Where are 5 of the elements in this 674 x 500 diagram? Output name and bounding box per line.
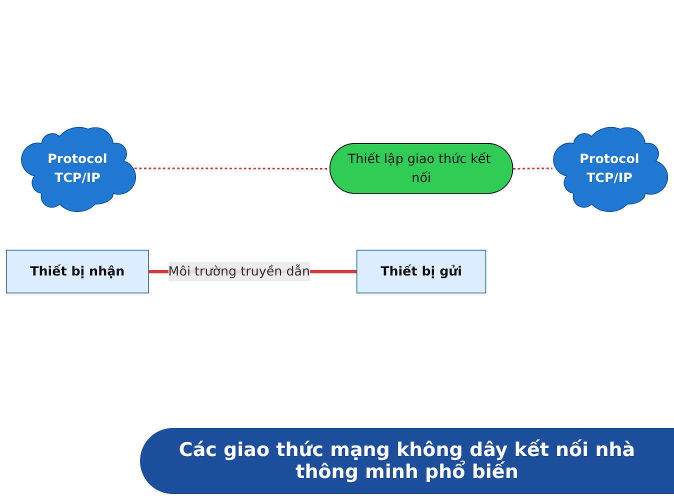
node-box: Thiết bị gửi [356, 250, 486, 294]
edge-label: Môi trường truyền dẫn [168, 264, 310, 279]
caption-banner: Các giao thức mạng không dây kết nối nhà thông minh phổ biến [140, 428, 674, 494]
node-box: Thiết bị nhận [6, 250, 149, 294]
connector [513, 167, 552, 170]
